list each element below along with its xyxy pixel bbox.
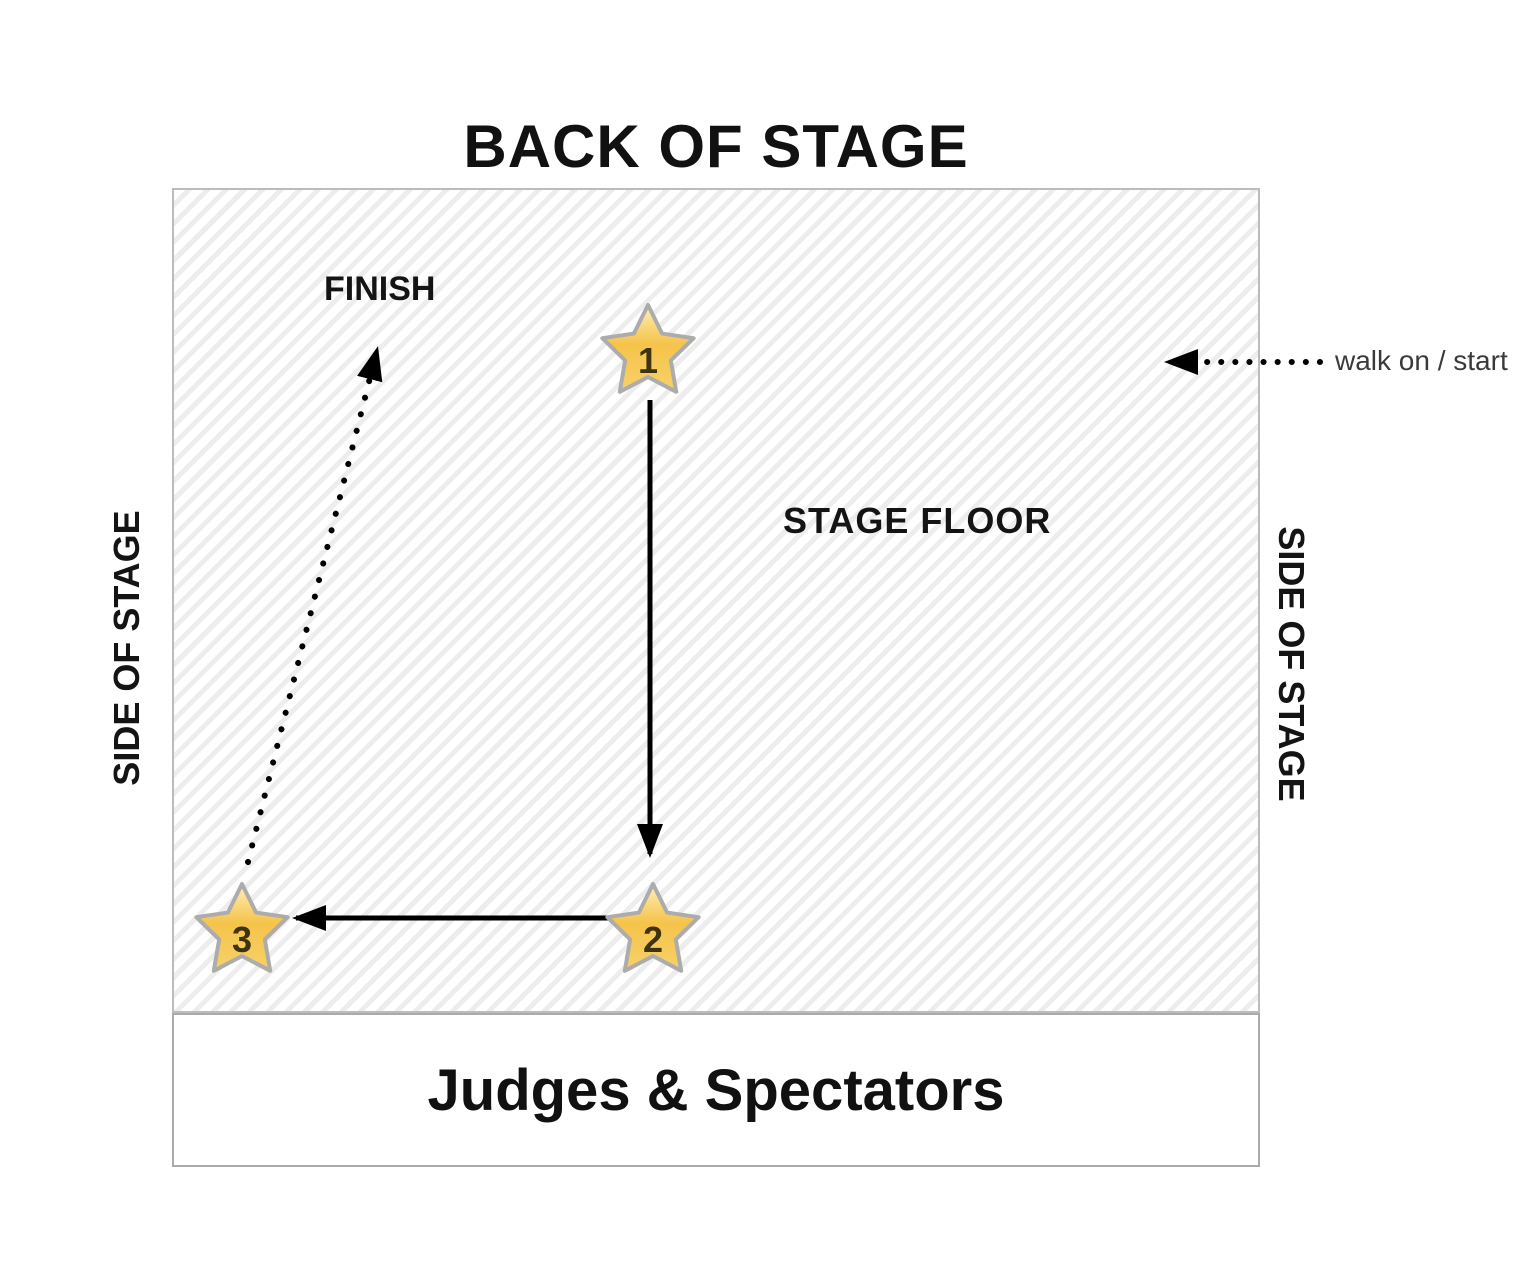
stage-floor-area — [172, 188, 1260, 1013]
side-of-stage-label-right: SIDE OF STAGE — [1271, 526, 1312, 802]
side-of-stage-label-left: SIDE OF STAGE — [106, 510, 147, 786]
judges-spectators-box: Judges & Spectators — [172, 1013, 1260, 1167]
judges-spectators-label: Judges & Spectators — [427, 1057, 1005, 1123]
walk-on-start-label: walk on / start — [1335, 345, 1508, 376]
finish-label: FINISH — [324, 270, 436, 308]
stage-floor-label: STAGE FLOOR — [783, 500, 1052, 541]
page-title: BACK OF STAGE — [463, 113, 969, 180]
